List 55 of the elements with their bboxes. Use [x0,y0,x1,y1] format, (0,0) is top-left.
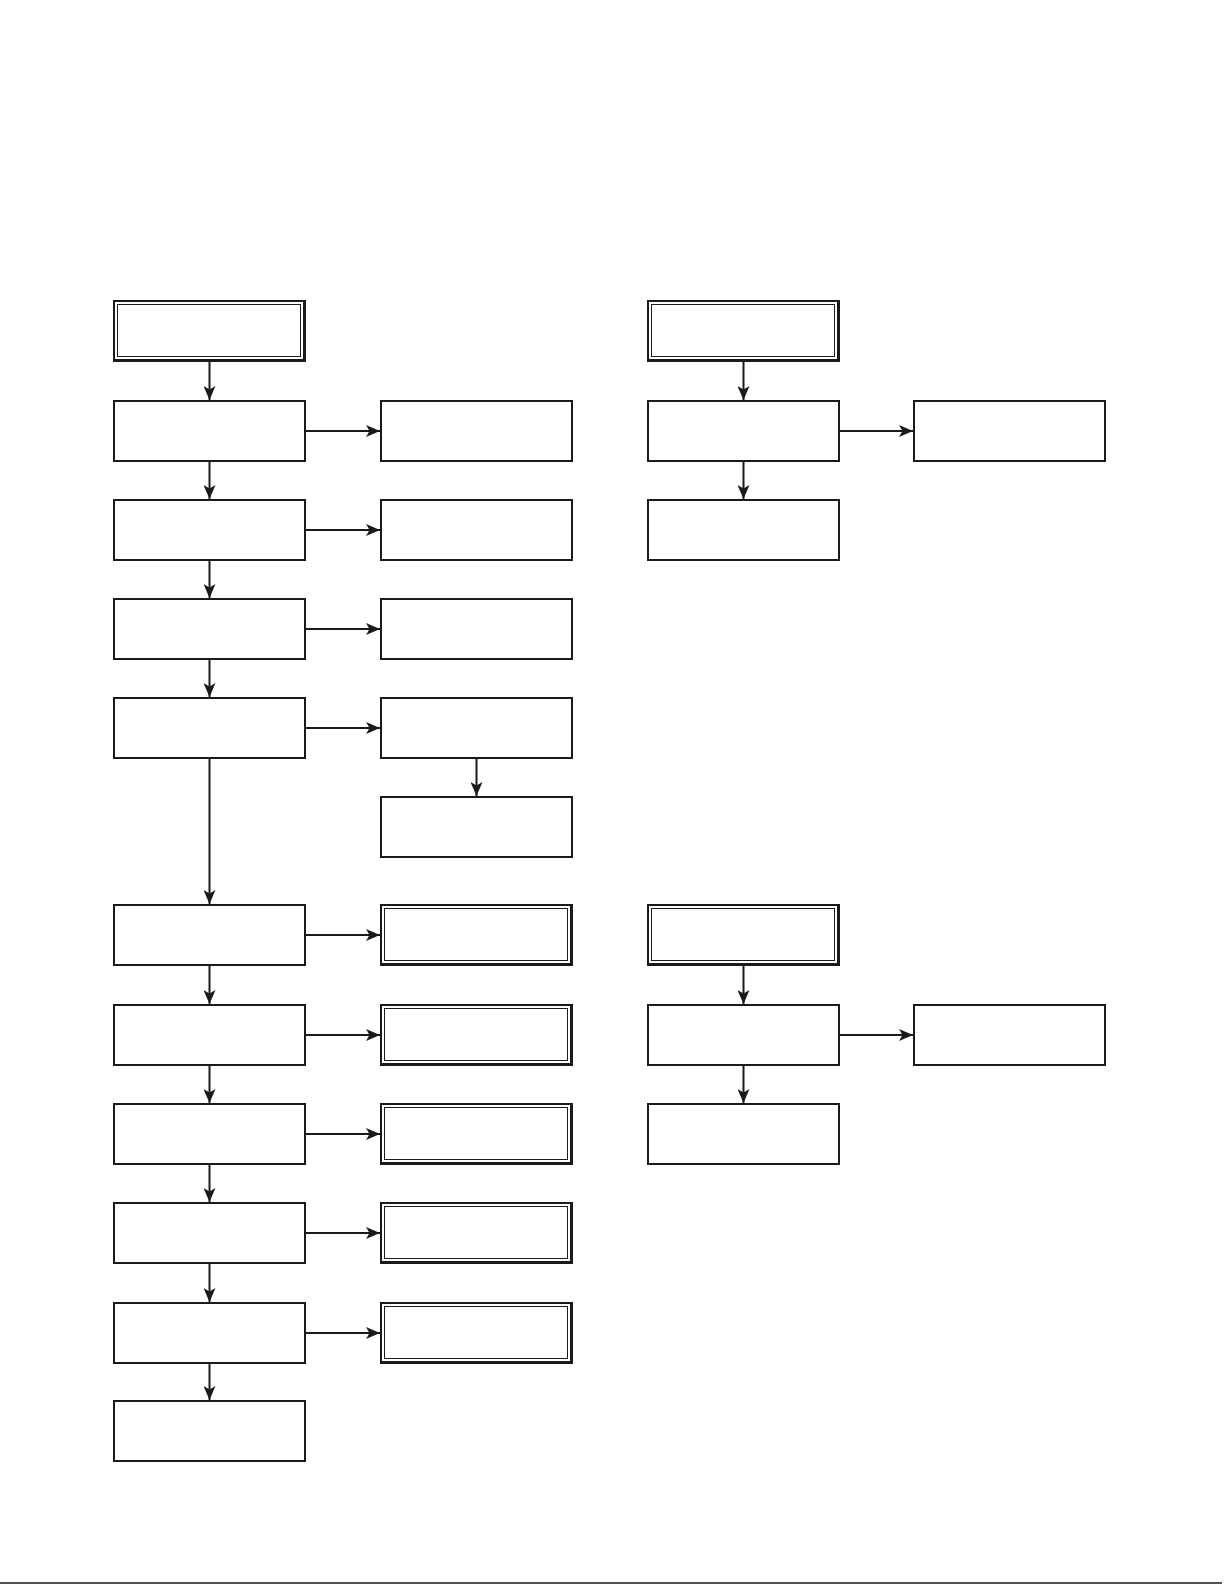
process-box [113,1400,306,1462]
arrow [203,965,216,1005]
arrow [305,1128,381,1140]
arrow [737,361,750,401]
arrow [305,623,381,635]
arrow [305,1029,381,1041]
arrow [737,461,750,500]
process-box [113,697,306,759]
process-box [113,1103,306,1165]
arrow [305,1327,381,1339]
arrow [203,1065,216,1104]
arrow [203,1263,216,1303]
arrow [305,524,381,536]
arrow [839,425,914,437]
arrow [305,1227,381,1239]
process-box [380,1103,573,1165]
process-box [113,400,306,462]
process-box [380,598,573,660]
process-box [380,1004,573,1066]
process-box [113,1202,306,1264]
process-box [913,400,1106,462]
process-box [380,796,573,858]
process-box [647,904,840,966]
process-box [647,1103,840,1165]
process-box [647,1004,840,1066]
arrow [203,659,216,698]
process-box [113,1004,306,1066]
process-box [380,1302,573,1364]
arrow [737,1065,750,1104]
arrow [305,425,381,437]
arrow [203,361,216,401]
arrow [305,929,381,941]
process-box [380,904,573,966]
arrow [203,560,216,599]
process-box [113,904,306,966]
arrow [203,461,216,500]
process-box [647,400,840,462]
process-box [380,1202,573,1264]
arrow [737,965,750,1005]
process-box [113,499,306,561]
process-box [113,598,306,660]
process-box [380,499,573,561]
process-box [647,499,840,561]
arrow [839,1029,914,1041]
arrow [203,1363,216,1401]
process-box [913,1004,1106,1066]
process-box [647,300,840,362]
arrow [203,758,216,905]
process-box [113,1302,306,1364]
process-box [380,400,573,462]
process-box [113,300,306,362]
arrow [305,722,381,734]
process-box [380,697,573,759]
arrow [470,758,483,797]
arrow [203,1164,216,1203]
